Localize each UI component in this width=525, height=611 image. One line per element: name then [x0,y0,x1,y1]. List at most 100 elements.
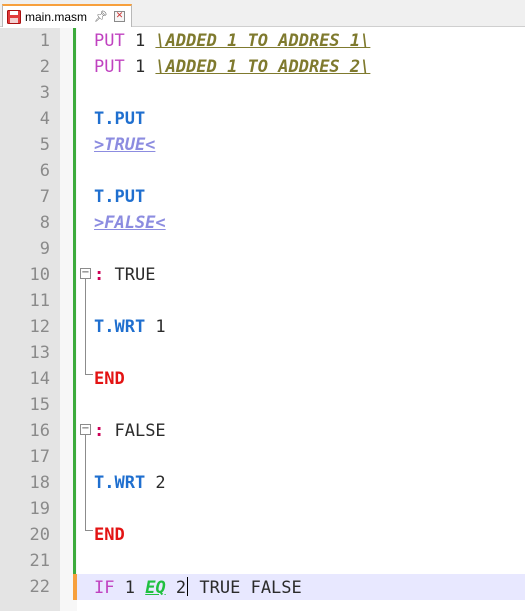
code-line[interactable]: 7 T.PUT [0,184,525,210]
code-token: T.PUT [94,109,146,129]
code-line[interactable]: 16: FALSE [0,418,525,444]
code-token: END [94,525,125,545]
line-text: PUT 1 \ADDED 1 TO ADDRES 1\ [94,31,370,51]
code-token: : [94,421,105,441]
line-number: 13 [29,343,50,363]
changed-lines-bar [73,28,76,574]
code-line[interactable]: 22 IF 1 EQ 2 TRUE FALSE [0,574,525,600]
code-token: FALSE [104,421,166,441]
tab-label: main.masm [25,9,88,24]
code-line[interactable]: 19 [0,496,525,522]
code-token: 1 [145,317,166,337]
line-number: 12 [29,317,50,337]
code-token: T.PUT [94,187,146,207]
line-number: 6 [39,161,50,181]
pin-icon[interactable]: 📌︎ [94,10,108,23]
code-token: 2 [145,473,166,493]
line-number: 21 [29,551,50,571]
code-token: 2 [165,578,187,598]
code-token: TRUE FALSE [189,578,302,598]
file-tab[interactable]: main.masm 📌︎ ✕ [2,4,132,27]
code-line[interactable]: 20 END [0,522,525,548]
line-text: >TRUE< [94,135,155,155]
code-line[interactable]: 14 END [0,366,525,392]
line-number: 16 [29,421,50,441]
line-text: IF 1 EQ 2 TRUE FALSE [94,577,302,598]
code-token: >TRUE< [94,135,156,155]
line-text: PUT 1 \ADDED 1 TO ADDRES 2\ [94,57,370,77]
line-text: T.WRT 2 [94,473,166,493]
line-number: 1 [39,31,50,51]
fold-guide [85,435,86,530]
code-line[interactable]: 15 [0,392,525,418]
code-token: : [94,265,105,285]
fold-toggle-false-block[interactable]: − [80,423,91,435]
code-token: IF [94,578,115,598]
code-token: \ADDED 1 TO ADDRES 2\ [155,57,371,77]
code-token: END [94,369,125,389]
floppy-disk-icon [7,9,21,24]
line-number: 11 [29,291,50,311]
line-number: 22 [29,577,50,597]
line-text: : FALSE [94,421,166,441]
line-number: 14 [29,369,50,389]
line-number-gutter [0,28,60,611]
code-token: >FALSE< [94,213,166,233]
code-line[interactable]: 4 T.PUT [0,106,525,132]
code-token: TRUE [104,265,156,285]
line-number: 19 [29,499,50,519]
fold-guide-end [85,530,93,531]
line-number: 17 [29,447,50,467]
line-text: T.WRT 1 [94,317,166,337]
code-line[interactable]: 21 [0,548,525,574]
line-text: END [94,369,125,389]
code-line[interactable]: 18 T.WRT 2 [0,470,525,496]
code-line[interactable]: 3 [0,80,525,106]
code-token: 1 [124,31,156,51]
code-line[interactable]: 13 [0,340,525,366]
code-line[interactable]: 17 [0,444,525,470]
current-line-marker [73,574,77,600]
line-text: END [94,525,125,545]
line-number: 4 [39,109,50,129]
code-token: EQ [145,578,166,598]
line-number: 7 [39,187,50,207]
fold-toggle-true-block[interactable]: − [80,267,91,279]
line-text: T.PUT [94,187,145,207]
line-number: 18 [29,473,50,493]
code-token: PUT [94,57,125,77]
line-number: 15 [29,395,50,415]
code-token: T.WRT [94,317,146,337]
fold-guide-end [85,374,93,375]
code-token: 1 [124,57,156,77]
code-token: 1 [114,578,146,598]
code-line[interactable]: 10: TRUE [0,262,525,288]
line-number: 9 [39,239,50,259]
tab-bar: main.masm 📌︎ ✕ [0,0,525,27]
text-caret [187,577,189,596]
line-number: 5 [39,135,50,155]
code-line[interactable]: 8 >FALSE< [0,210,525,236]
close-icon[interactable]: ✕ [113,11,125,22]
line-text: T.PUT [94,109,145,129]
code-line[interactable]: 9 [0,236,525,262]
code-token: \ADDED 1 TO ADDRES 1\ [155,31,371,51]
line-number: 8 [39,213,50,233]
code-line[interactable]: 2 PUT 1 \ADDED 1 TO ADDRES 2\ [0,54,525,80]
current-line-highlight [77,574,525,600]
line-text: : TRUE [94,265,155,285]
code-token: T.WRT [94,473,146,493]
line-number: 3 [39,83,50,103]
fold-guide [85,279,86,374]
code-line[interactable]: 6 [0,158,525,184]
line-text: >FALSE< [94,213,166,233]
code-line[interactable]: 12 T.WRT 1 [0,314,525,340]
line-number: 2 [39,57,50,77]
line-number: 20 [29,525,50,545]
code-token: PUT [94,31,125,51]
code-line[interactable]: 11 [0,288,525,314]
line-number: 10 [29,265,50,285]
code-line[interactable]: 5 >TRUE< [0,132,525,158]
